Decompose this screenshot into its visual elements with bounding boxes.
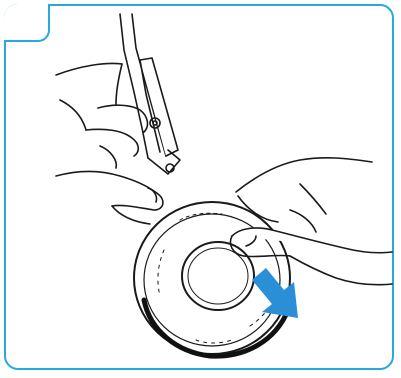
step-badge	[4, 4, 50, 42]
headband-arm	[120, 14, 180, 174]
